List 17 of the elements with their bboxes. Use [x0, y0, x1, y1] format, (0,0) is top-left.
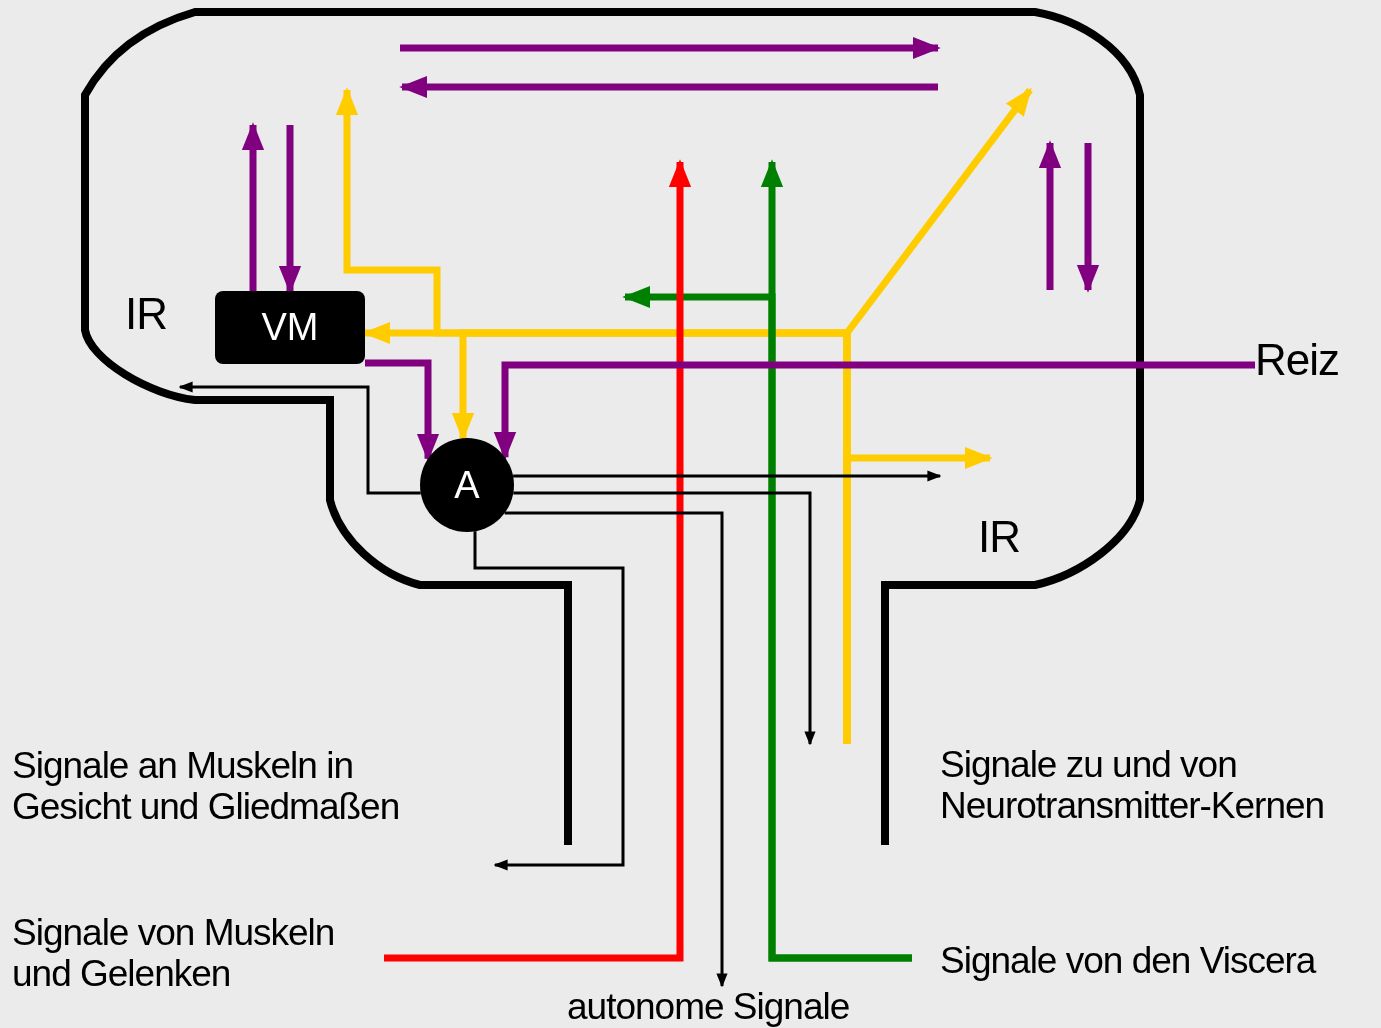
arrow [513, 470, 942, 482]
arrow [241, 122, 265, 291]
signal-label: Signale von Muskeln und Gelenken [12, 912, 384, 994]
signal-label: Signale an Muskeln in Gesicht und Gliedmaßen [12, 745, 495, 872]
signal-label: Signale von den Viscera [912, 940, 1316, 981]
signal-label: Reiz [1255, 336, 1340, 384]
signal-label: autonome Signale [567, 986, 850, 1027]
region-label: IR [125, 290, 167, 338]
arrow [178, 381, 421, 495]
signal-label: Signale zu und von Neurotransmitter-Kernen [800, 744, 1376, 826]
arrow [473, 531, 625, 871]
arrow [504, 511, 728, 988]
region-label: IR [978, 513, 1020, 561]
nucleus-circle: A [420, 438, 514, 532]
arrow [513, 491, 816, 746]
arrow [365, 359, 440, 462]
region-box: VM [215, 291, 365, 364]
